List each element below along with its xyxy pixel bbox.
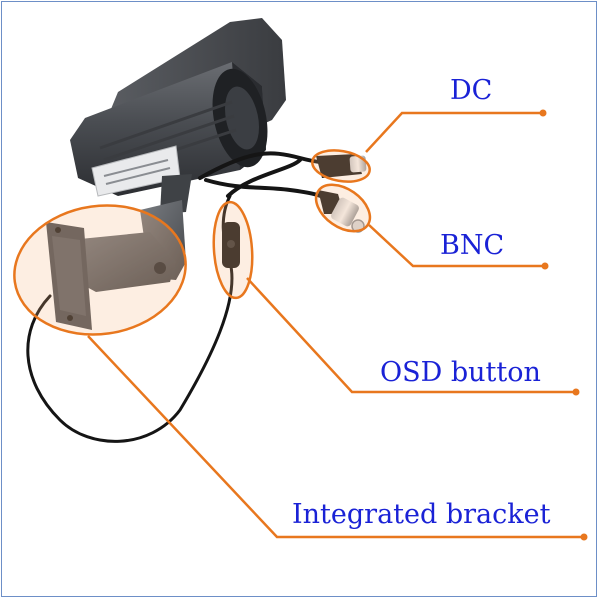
dc-leader-dot: [539, 109, 547, 117]
leader-end-dots: [539, 109, 588, 541]
bnc-connector: [318, 190, 365, 233]
wall-bracket: [46, 174, 192, 330]
dc-leader-line: [365, 111, 541, 153]
camera-housing: [70, 18, 286, 197]
dc-label: DC: [450, 75, 493, 106]
bracket-leader-dot: [580, 533, 588, 541]
osd-button-label: OSD button: [380, 357, 541, 388]
leader-lines: [87, 111, 582, 539]
bnc-leader-dot: [541, 262, 549, 270]
osd-leader-dot: [572, 388, 580, 396]
bnc-label: BNC: [440, 230, 505, 261]
bnc-leader-line: [368, 224, 543, 268]
osd-button: [222, 222, 240, 268]
bracket-leader-line: [87, 335, 582, 539]
bnc-highlight: [314, 183, 372, 233]
highlight-circles: [13, 149, 372, 336]
bracket-highlight: [13, 204, 187, 336]
dc-highlight: [311, 149, 371, 183]
integrated-bracket-label: Integrated bracket: [292, 499, 551, 530]
osd-leader-line: [246, 277, 574, 394]
osd-highlight: [212, 200, 254, 300]
